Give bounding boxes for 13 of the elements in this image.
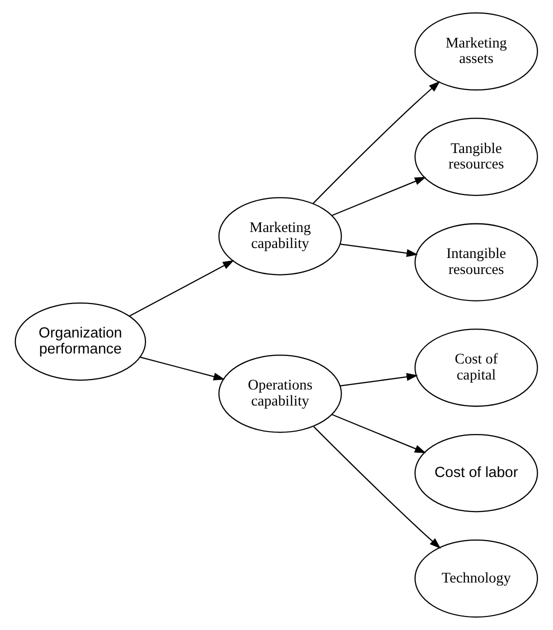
arrow — [129, 260, 234, 317]
arrow — [332, 414, 426, 454]
arrow — [312, 81, 440, 204]
node-ellipse: Intangible resources — [414, 223, 538, 302]
arrow — [340, 244, 418, 258]
arrow — [313, 426, 441, 549]
arrow — [140, 356, 225, 380]
node-ellipse: Cost of capital — [414, 328, 538, 407]
arrow — [340, 372, 418, 386]
arrow — [332, 176, 426, 216]
node-ellipse: Operations capability — [218, 354, 342, 433]
node-ellipse: Marketing capability — [218, 197, 342, 276]
node-ellipse: Organization performance — [14, 302, 146, 381]
